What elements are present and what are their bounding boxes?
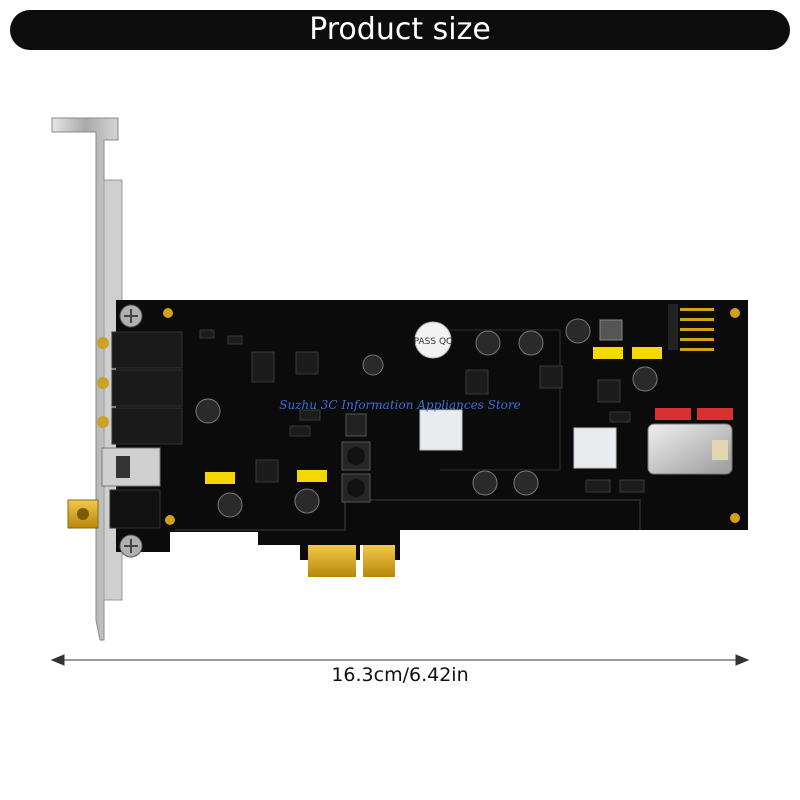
inductors xyxy=(341,319,623,503)
coaxial-connector xyxy=(67,499,99,529)
capacitors xyxy=(195,318,658,518)
crystal-oscillator xyxy=(647,423,733,475)
audio-jacks xyxy=(97,331,183,529)
dimension-arrow xyxy=(50,654,750,666)
bracket-screws xyxy=(119,304,143,558)
header-pins xyxy=(668,304,714,351)
qc-sticker: PASS QC xyxy=(414,321,453,359)
dimension-label: 16.3cm/6.42in xyxy=(331,664,469,686)
store-watermark: Suzhu 3C Information Appliances Store xyxy=(279,398,521,412)
chips xyxy=(199,329,645,493)
qc-sticker-text: PASS QC xyxy=(414,337,453,347)
gold-contacts xyxy=(308,545,395,577)
red-labels xyxy=(655,408,733,420)
yellow-labels xyxy=(205,347,662,484)
thermal-pads xyxy=(419,409,617,469)
page-title: Product size xyxy=(10,10,790,50)
